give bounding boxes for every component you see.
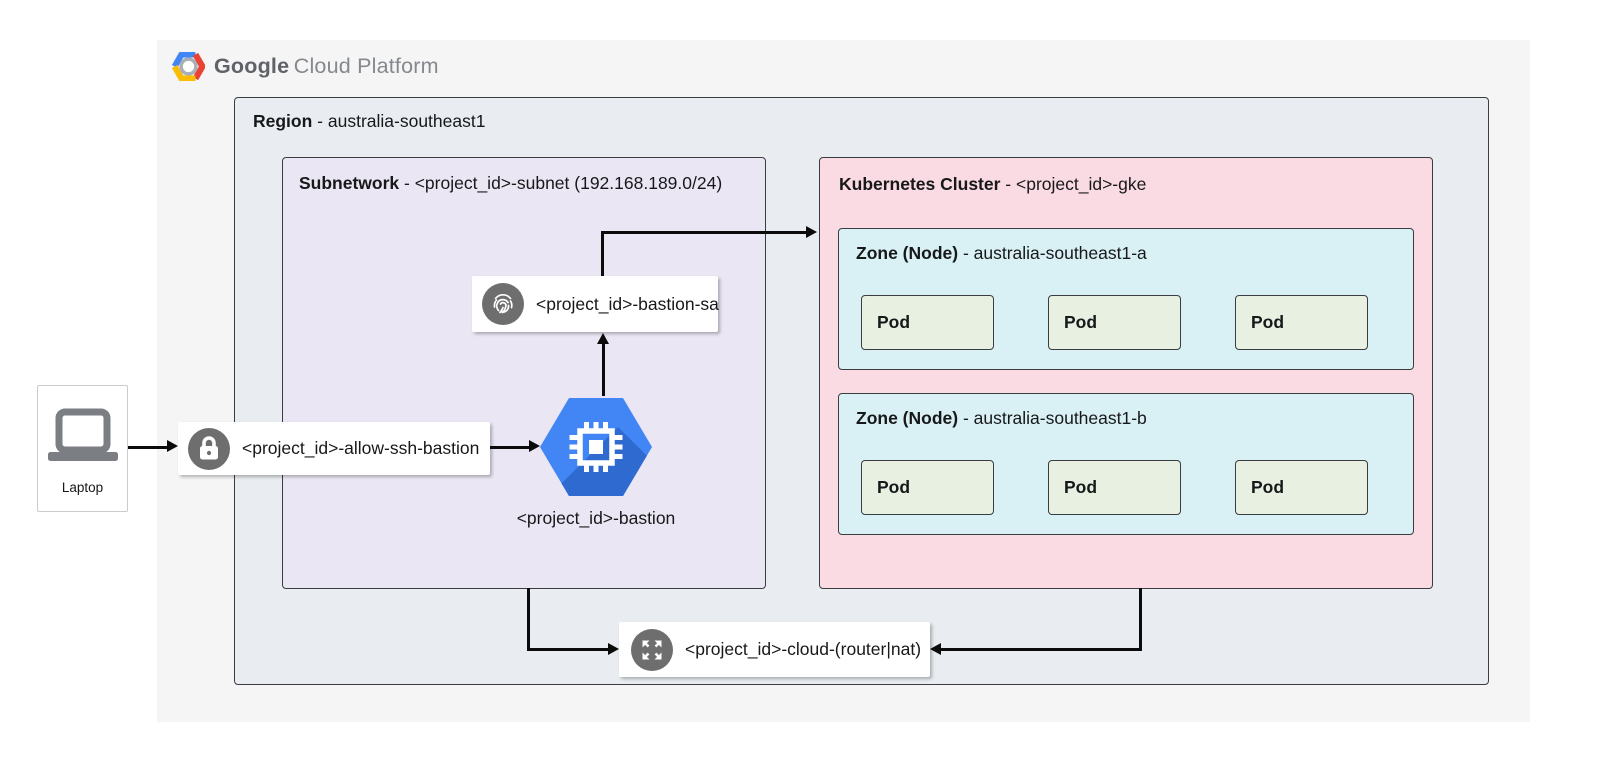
laptop-icon	[46, 408, 120, 471]
firewall-rule-card: <project_id>-allow-ssh-bastion	[178, 422, 490, 475]
cloud-router-nat-label: <project_id>-cloud-(router|nat)	[685, 639, 922, 659]
laptop-label: Laptop	[61, 480, 104, 495]
compute-engine-icon	[538, 395, 654, 499]
arrowhead	[608, 643, 619, 655]
gcp-brand: Google Cloud Platform	[172, 52, 439, 81]
service-account-card: <project_id>-bastion-sa	[472, 276, 719, 332]
brand-name-primary: Google	[214, 54, 290, 78]
arrow-sa-to-cluster-vertical	[601, 231, 604, 276]
cloud-router-nat-card: <project_id>-cloud-(router|nat)	[619, 622, 930, 677]
arrowhead	[930, 643, 941, 655]
arrowhead	[806, 226, 817, 238]
arrow-cluster-to-router-vertical	[1139, 588, 1142, 651]
bastion-label: <project_id>-bastion	[516, 508, 676, 528]
arrow-bastion-to-service-account	[602, 343, 605, 396]
gcp-hexagon-logo-icon	[172, 52, 205, 81]
kubernetes-cluster-box: Kubernetes Cluster - <project_id>-gke Zo…	[819, 157, 1433, 589]
arrowhead	[529, 440, 540, 452]
arrowhead	[597, 333, 609, 344]
cluster-title: Kubernetes Cluster - <project_id>-gke	[839, 174, 1147, 194]
pod-box: Pod	[1235, 295, 1368, 350]
arrow-firewall-to-bastion	[490, 446, 530, 449]
zone-b-box: Zone (Node) - australia-southeast1-b Pod…	[838, 393, 1414, 535]
laptop-card: Laptop	[37, 385, 128, 512]
pod-box: Pod	[861, 295, 994, 350]
pod-box: Pod	[1048, 460, 1181, 515]
arrow-laptop-to-firewall	[128, 446, 168, 449]
zone-b-title: Zone (Node) - australia-southeast1-b	[856, 408, 1147, 428]
zone-a-title: Zone (Node) - australia-southeast1-a	[856, 243, 1147, 263]
arrowhead	[167, 440, 178, 452]
pod-box: Pod	[1235, 460, 1368, 515]
fingerprint-icon	[482, 283, 524, 325]
service-account-label: <project_id>-bastion-sa	[536, 293, 719, 314]
arrow-sa-to-cluster-horizontal	[601, 231, 807, 234]
pod-box: Pod	[861, 460, 994, 515]
arrow-cluster-to-router-horizontal	[941, 648, 1141, 651]
arrow-subnet-to-router-horizontal	[527, 648, 609, 651]
brand-name-secondary: Cloud Platform	[293, 54, 439, 78]
expand-arrows-icon	[631, 628, 673, 671]
zone-a-box: Zone (Node) - australia-southeast1-a Pod…	[838, 228, 1414, 370]
firewall-rule-label: <project_id>-allow-ssh-bastion	[242, 438, 480, 458]
arrow-subnet-to-router-vertical	[527, 588, 530, 651]
region-box: Region - australia-southeast1 Subnetwork…	[234, 97, 1489, 685]
subnetwork-title: Subnetwork - <project_id>-subnet (192.16…	[299, 173, 723, 193]
region-title: Region - australia-southeast1	[253, 111, 486, 131]
pod-box: Pod	[1048, 295, 1181, 350]
subnetwork-box: Subnetwork - <project_id>-subnet (192.16…	[282, 157, 766, 589]
lock-icon	[188, 427, 230, 470]
